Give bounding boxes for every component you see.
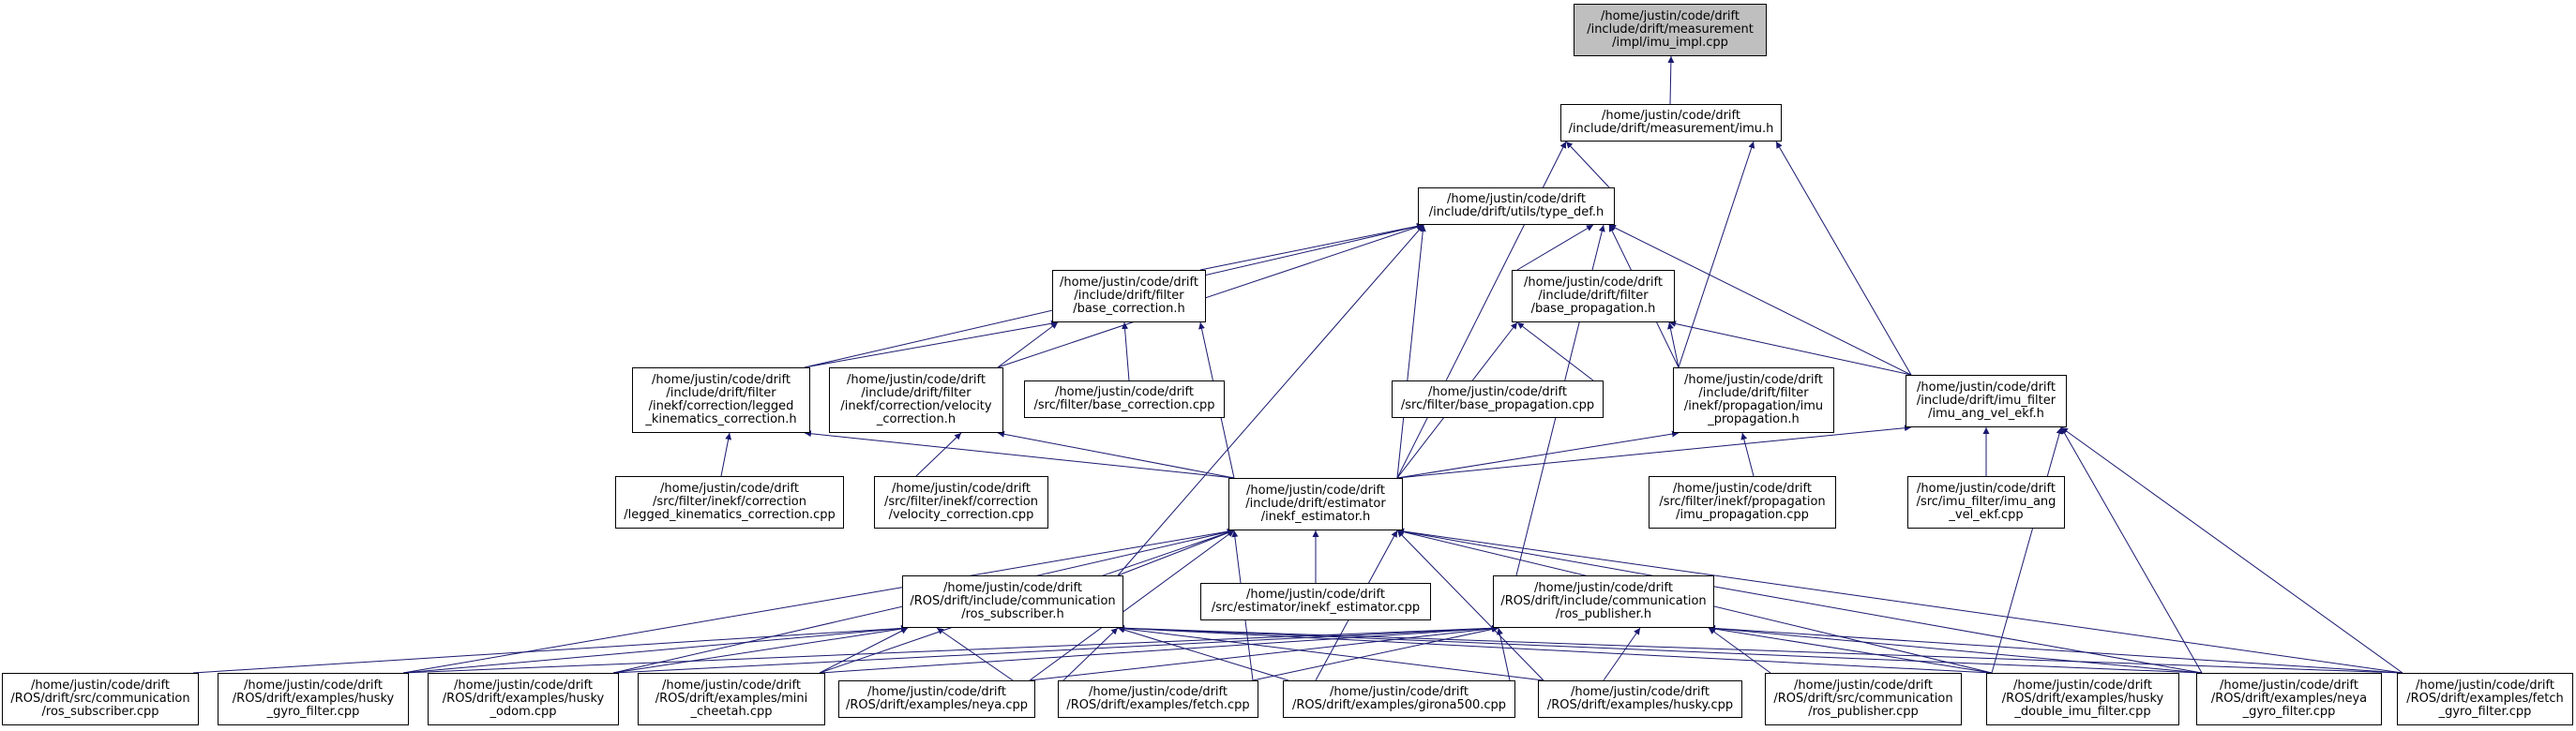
node-fetch-cpp[interactable]: /home/justin/code/drift/ROS/drift/exampl… xyxy=(1058,680,1258,718)
edge-husky_gyro-to-ros_subscriber_h xyxy=(402,625,909,674)
node-girona500-cpp[interactable]: /home/justin/code/drift/ROS/drift/exampl… xyxy=(1283,680,1515,718)
node-husky-odom-cpp[interactable]: /home/justin/code/drift/ROS/drift/exampl… xyxy=(428,673,619,725)
edge-base_correction_h-to-type_def xyxy=(1199,222,1424,271)
edge-ros_subscriber_h-to-inekf_estimator_h xyxy=(1117,530,1235,576)
edge-neya-to-inekf_estimator_h xyxy=(1029,530,1235,681)
node-base-correction-cpp[interactable]: /home/justin/code/drift/src/filter/base_… xyxy=(1024,380,1225,418)
node-inekf-estimator-cpp[interactable]: /home/justin/code/drift/src/estimator/in… xyxy=(1200,583,1431,620)
edge-neya_gyro-to-imu_ang_vel_ekf_h xyxy=(2060,426,2203,674)
node-mini-cheetah-cpp[interactable]: /home/justin/code/drift/ROS/drift/exampl… xyxy=(638,673,825,725)
node-type-def-h[interactable]: /home/justin/code/drift/include/drift/ut… xyxy=(1418,187,1615,225)
edge-fetch-to-ros_subscriber_h xyxy=(1062,627,1119,681)
edge-inekf_estimator_h-to-imu_propagation_h xyxy=(1396,430,1680,479)
node-imu-ang-vel-ekf-cpp[interactable]: /home/justin/code/drift/src/imu_filter/i… xyxy=(1907,476,2065,529)
edge-inekf_estimator_h-to-velocity_h xyxy=(997,430,1235,479)
node-inekf-estimator-h[interactable]: /home/justin/code/drift/include/drift/es… xyxy=(1228,478,1403,530)
node-ros-publisher-cpp[interactable]: /home/justin/code/drift/ROS/drift/src/co… xyxy=(1765,673,1962,725)
edge-imu_ang_vel_ekf_h-to-base_propagation_h xyxy=(1668,321,1912,376)
edge-legged_h-to-base_correction_h xyxy=(804,320,1059,368)
edge-inekf_estimator_h-to-type_def xyxy=(1396,224,1426,479)
edge-ros_subscriber_h-to-type_def xyxy=(1117,224,1424,576)
node-base-propagation-cpp[interactable]: /home/justin/code/drift/src/filter/base_… xyxy=(1392,380,1604,418)
edge-husky_double-to-ros_subscriber_h xyxy=(1117,624,1993,674)
node-legged-kinematics-correction-h[interactable]: /home/justin/code/drift/include/drift/fi… xyxy=(632,367,810,433)
edge-ros_publisher_cpp-to-ros_publisher_h xyxy=(1708,627,1771,674)
edge-husky_double-to-ros_publisher_h xyxy=(1708,625,1993,674)
edge-neya_gyro-to-ros_subscriber_h xyxy=(1117,624,2203,674)
edge-husky_odom-to-ros_publisher_h xyxy=(612,624,1499,674)
edge-neya_gyro-to-ros_publisher_h xyxy=(1708,625,2203,674)
edge-imu_propagation_h-to-imu_h xyxy=(1678,141,1755,368)
node-ros-subscriber-cpp[interactable]: /home/justin/code/drift/ROS/drift/src/co… xyxy=(2,673,199,725)
node-husky-gyro-filter-cpp[interactable]: /home/justin/code/drift/ROS/drift/exampl… xyxy=(218,673,409,725)
node-imu-h[interactable]: /home/justin/code/drift/include/drift/me… xyxy=(1560,104,1782,142)
edge-imu_propagation_h-to-base_propagation_h xyxy=(1667,321,1680,368)
node-imu-propagation-cpp[interactable]: /home/justin/code/drift/src/filter/inekf… xyxy=(1649,476,1836,529)
node-legged-kinematics-correction-cpp[interactable]: /home/justin/code/drift/src/filter/inekf… xyxy=(615,476,844,529)
edge-fetch_gyro-to-ros_publisher_h xyxy=(1708,624,2403,674)
node-husky-cpp[interactable]: /home/justin/code/drift/ROS/drift/exampl… xyxy=(1538,680,1742,718)
edge-type_def-to-imu_h xyxy=(1565,141,1610,188)
node-neya-gyro-filter-cpp[interactable]: /home/justin/code/drift/ROS/drift/exampl… xyxy=(2196,673,2382,725)
edge-husky-to-inekf_estimator_h xyxy=(1396,530,1544,681)
edge-ros_subscriber_cpp-to-ros_subscriber_h xyxy=(192,624,909,674)
edge-imu_ang_vel_ekf_h-to-imu_h xyxy=(1775,141,1912,376)
edge-fetch_gyro-to-imu_ang_vel_ekf_h xyxy=(2060,426,2403,674)
edge-mini_cheetah-to-ros_publisher_h xyxy=(819,624,1499,674)
edge-husky_odom-to-ros_subscriber_h xyxy=(612,625,909,674)
edge-girona500-to-ros_subscriber_h xyxy=(1117,626,1289,681)
edge-fetch_gyro-to-inekf_estimator_h xyxy=(1396,528,2403,674)
node-base-propagation-h[interactable]: /home/justin/code/drift/include/drift/fi… xyxy=(1512,270,1675,322)
edge-mini_cheetah-to-ros_subscriber_h xyxy=(819,627,909,674)
edge-husky-to-ros_publisher_h xyxy=(1603,627,1641,681)
node-imu-propagation-h[interactable]: /home/justin/code/drift/include/drift/fi… xyxy=(1673,367,1834,433)
node-base-correction-h[interactable]: /home/justin/code/drift/include/drift/fi… xyxy=(1052,270,1206,322)
edge-fetch_gyro-to-ros_subscriber_h xyxy=(1117,624,2403,674)
edge-husky_gyro-to-ros_publisher_h xyxy=(402,624,1499,674)
edge-husky_gyro-to-inekf_estimator_h xyxy=(402,528,1235,674)
edge-base_propagation_h-to-type_def xyxy=(1516,224,1594,271)
edge-base_correction_cpp-to-base_correction_h xyxy=(1122,321,1130,381)
edge-inekf_estimator_h-to-imu_ang_vel_ekf_h xyxy=(1396,425,1912,479)
edge-imu_propagation_cpp-to-imu_propagation_h xyxy=(1740,432,1755,477)
edge-girona500-to-ros_publisher_h xyxy=(1497,627,1511,681)
edge-imu_ang_vel_ekf_h-to-type_def xyxy=(1608,224,1912,376)
edge-neya-to-ros_publisher_h xyxy=(1029,625,1499,681)
node-imu-ang-vel-ekf-h[interactable]: /home/justin/code/drift/include/drift/im… xyxy=(1906,375,2067,427)
edge-velocity_h-to-base_correction_h xyxy=(997,321,1059,368)
node-ros-publisher-h[interactable]: /home/justin/code/drift/ROS/drift/includ… xyxy=(1493,575,1714,628)
node-husky-double-imu-filter-cpp[interactable]: /home/justin/code/drift/ROS/drift/exampl… xyxy=(1986,673,2179,725)
node-imu-impl-cpp: /home/justin/code/drift/include/drift/me… xyxy=(1574,4,1767,56)
node-ros-subscriber-h[interactable]: /home/justin/code/drift/ROS/drift/includ… xyxy=(902,575,1123,628)
node-velocity-correction-cpp[interactable]: /home/justin/code/drift/src/filter/inekf… xyxy=(874,476,1048,529)
edge-legged_cpp-to-legged_h xyxy=(720,432,732,477)
edge-base_propagation_cpp-to-base_propagation_h xyxy=(1516,321,1594,381)
edge-husky-to-ros_subscriber_h xyxy=(1117,625,1544,681)
node-fetch-gyro-filter-cpp[interactable]: /home/justin/code/drift/ROS/drift/exampl… xyxy=(2397,673,2573,725)
node-velocity-correction-h[interactable]: /home/justin/code/drift/include/drift/fi… xyxy=(829,367,1003,433)
node-neya-cpp[interactable]: /home/justin/code/drift/ROS/drift/exampl… xyxy=(838,680,1035,718)
edge-velocity_cpp-to-velocity_h xyxy=(915,432,962,477)
edge-neya_gyro-to-inekf_estimator_h xyxy=(1396,528,2203,674)
edge-velocity_h-to-type_def xyxy=(997,223,1424,368)
edge-fetch-to-ros_publisher_h xyxy=(1252,626,1499,681)
edge-inekf_estimator_h-to-legged_h xyxy=(804,430,1235,479)
edge-husky_double-to-imu_ang_vel_ekf_h xyxy=(1991,426,2063,674)
edge-imu_h-to-imu_impl xyxy=(1667,55,1675,105)
